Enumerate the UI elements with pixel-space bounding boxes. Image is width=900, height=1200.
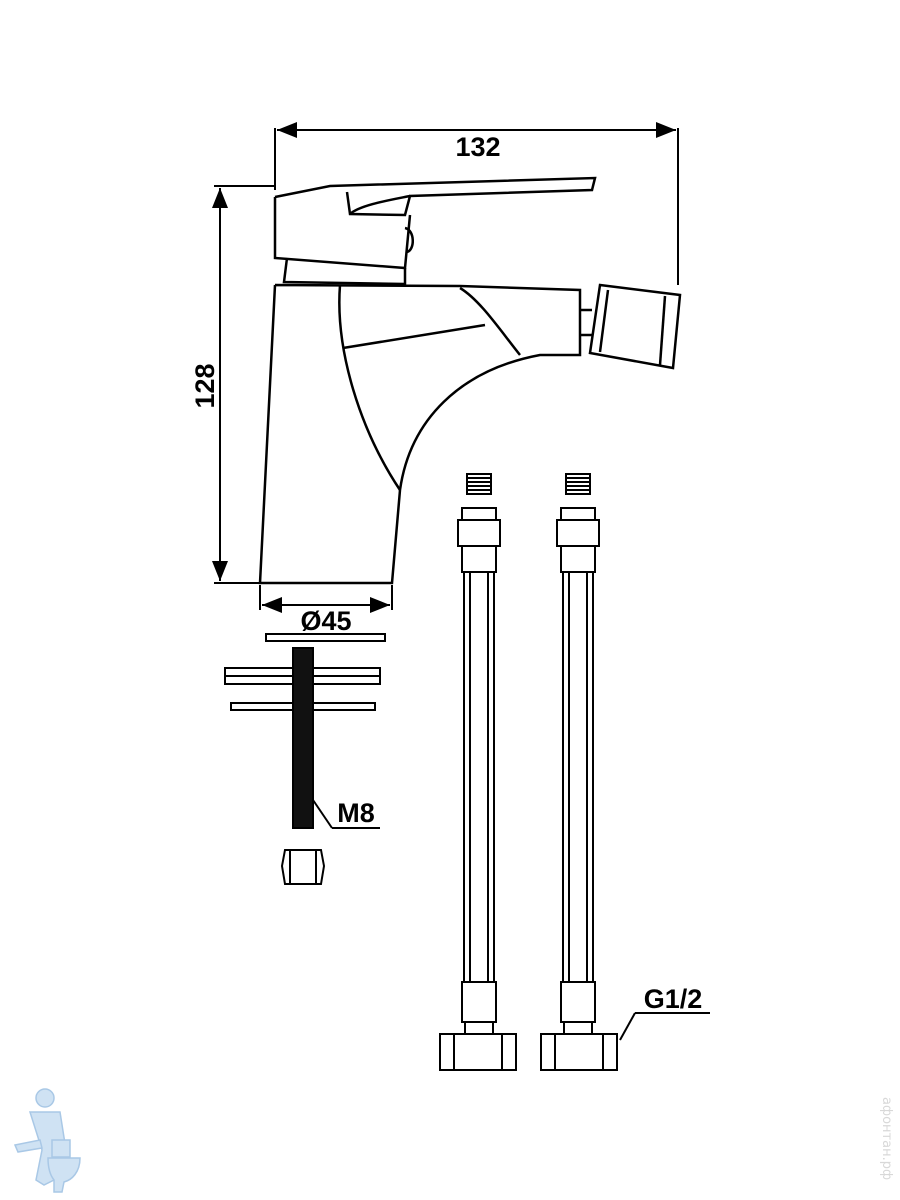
width-label: 132	[455, 132, 500, 162]
watermark-text: афонтан.рф	[879, 1096, 894, 1180]
stud-thread-label: M8	[337, 798, 375, 828]
threaded-stud	[292, 647, 380, 829]
faucet-handle	[273, 176, 597, 286]
faucet-body	[258, 283, 592, 585]
plumber-logo	[13, 1088, 81, 1193]
aerator	[588, 283, 682, 370]
flexible-hose-right	[540, 473, 710, 1071]
hose-thread-label: G1/2	[644, 984, 703, 1014]
diameter-dimension	[259, 585, 393, 613]
height-label: 128	[190, 363, 220, 408]
width-dimension	[274, 122, 679, 285]
hex-nut	[280, 849, 326, 885]
height-dimension	[212, 185, 275, 584]
washer-top	[265, 633, 386, 642]
flexible-hose-left	[439, 473, 517, 1071]
diameter-label: Ø45	[300, 606, 351, 636]
